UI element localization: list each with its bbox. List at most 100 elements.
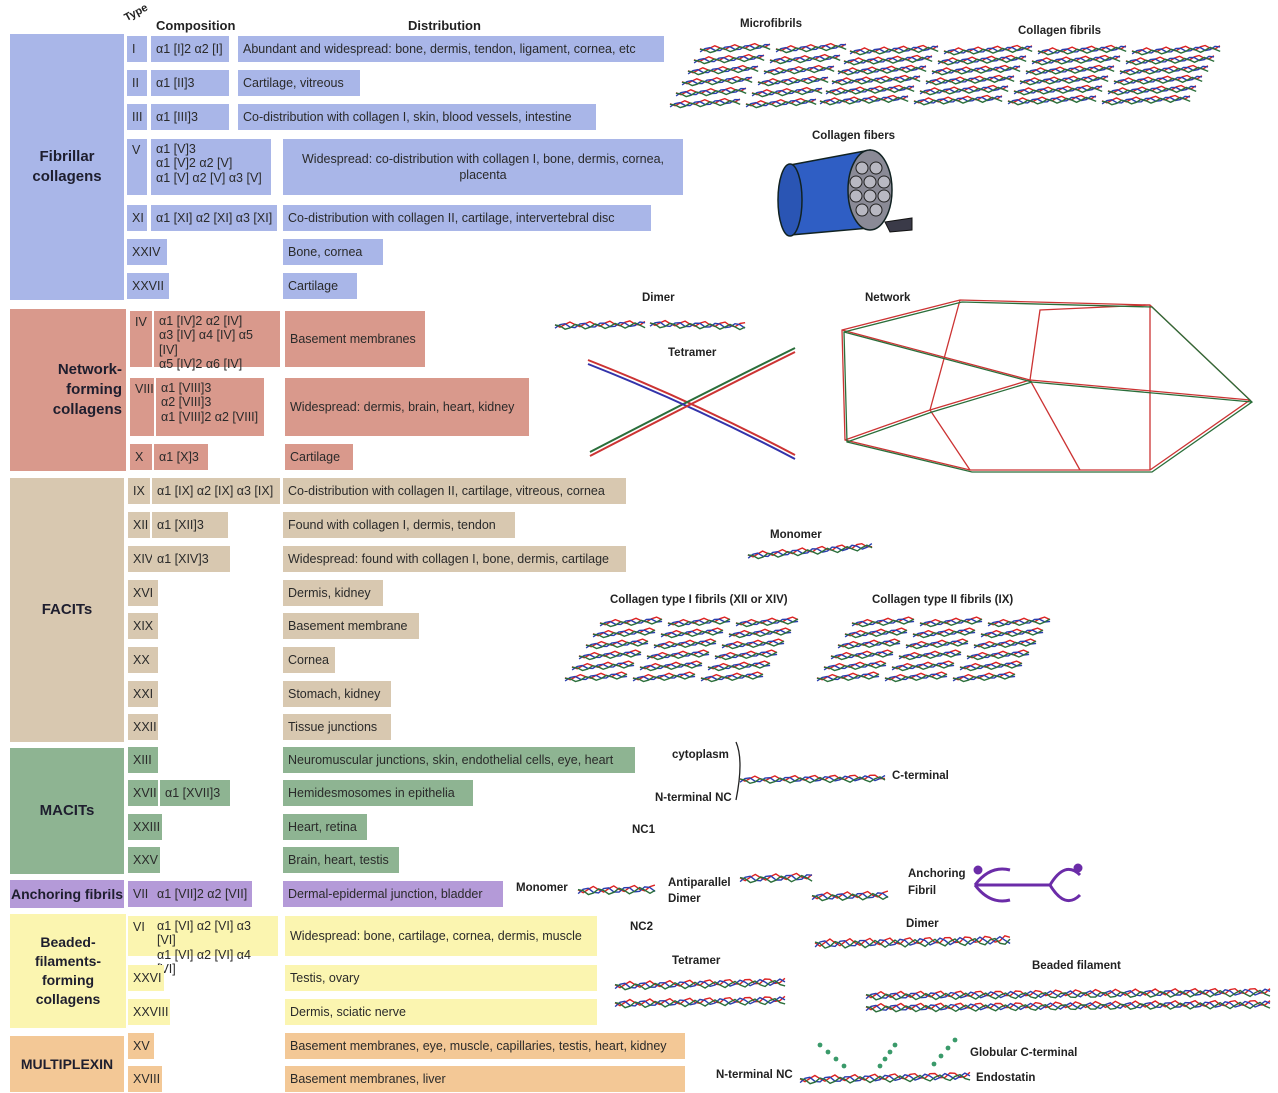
type-cell: XX: [128, 647, 158, 673]
distribution-cell: Hemidesmosomes in epithelia: [283, 780, 473, 806]
helix-strand: [653, 640, 717, 649]
label-microfibrils: Microfibrils: [740, 18, 802, 30]
helix-strand: [865, 989, 1271, 1001]
helix-strand: [905, 640, 969, 650]
helix-strand: [751, 86, 823, 96]
helix-strand: [973, 640, 1037, 650]
helix-strand: [823, 662, 887, 671]
helix-strand: [751, 88, 823, 98]
helix-strand: [830, 651, 894, 660]
triple-helix-strands: [554, 42, 1271, 1085]
helix-strand: [775, 44, 847, 54]
label-anchoring: Anchoring: [908, 868, 966, 880]
composition-cell: α1 [II]3: [151, 70, 229, 96]
helix-strand: [898, 651, 962, 661]
type-cell: XXIII: [128, 814, 162, 840]
helix-strand: [775, 42, 847, 52]
helix-strand: [865, 1001, 1271, 1013]
helix-strand: [1131, 46, 1221, 56]
distribution-cell: Basement membranes: [285, 311, 425, 367]
type-cell: XIX: [128, 613, 158, 639]
helix-strand: [745, 99, 817, 109]
helix-strand: [891, 662, 955, 671]
helix-strand: [646, 651, 710, 660]
type-cell: III: [127, 104, 147, 130]
helix-strand: [578, 651, 642, 660]
label-tetramer: Tetramer: [668, 347, 717, 359]
label-collagen-fibrils: Collagen fibrils: [1018, 25, 1102, 37]
helix-strand: [849, 46, 939, 56]
distribution-cell: Co-distribution with collagen I, skin, b…: [238, 104, 596, 130]
helix-strand: [660, 629, 724, 638]
composition-cell: α1 [V]3 α1 [V]2 α2 [V] α1 [V] α2 [V] α3 …: [151, 139, 271, 195]
label-dimer: Dimer: [642, 292, 675, 304]
helix-strand: [714, 651, 778, 661]
helix-strand: [980, 629, 1044, 638]
helix-strand: [811, 890, 889, 900]
distribution-cell: Basement membranes, eye, muscle, capilla…: [285, 1033, 685, 1059]
helix-strand: [987, 618, 1051, 628]
group-network-forming: Network-forming collagens: [10, 309, 126, 471]
helix-strand: [639, 662, 703, 671]
helix-strand: [739, 776, 886, 785]
helix-strand: [943, 46, 1033, 56]
helix-strand: [919, 86, 1009, 96]
helix-strand: [763, 64, 835, 74]
helix-strand: [592, 629, 656, 639]
composition-cell: α1 [IV]2 α2 [IV] α3 [IV] α4 [IV] α5 [IV]…: [154, 311, 280, 371]
distribution-cell: Bone, cornea: [283, 239, 383, 265]
label-antiparallel-dimer: Dimer: [668, 893, 701, 905]
type-cell: XXIV: [127, 239, 167, 265]
helix-strand: [884, 673, 948, 683]
label-fibril: Fibril: [908, 885, 937, 897]
helix-strand: [599, 618, 663, 627]
helix-strand: [823, 662, 887, 672]
helix-strand: [919, 618, 983, 627]
label-nc2: NC2: [630, 921, 654, 933]
distribution-cell: Widespread: dermis, brain, heart, kidney: [285, 378, 529, 436]
helix-strand: [959, 662, 1023, 671]
helix-strand: [799, 1073, 971, 1085]
helix-strand: [830, 651, 894, 661]
helix-strand: [912, 629, 976, 639]
helix-strand: [1107, 86, 1197, 96]
helix-strand: [913, 96, 1003, 106]
helix-strand: [700, 673, 764, 682]
helix-strand: [747, 544, 873, 560]
type-cell: XIV: [128, 546, 153, 572]
helix-strand: [681, 75, 753, 85]
distribution-cell: Co-distribution with collagen II, cartil…: [283, 478, 626, 504]
distribution-cell: Abundant and widespread: bone, dermis, t…: [238, 36, 664, 62]
distribution-cell: Basement membranes, liver: [285, 1066, 685, 1092]
helix-strand: [831, 76, 921, 86]
group-macits: MACITs: [10, 748, 124, 874]
helix-strand: [1101, 96, 1191, 106]
helix-strand: [1025, 66, 1115, 76]
helix-strand: [1119, 66, 1209, 76]
helix-strand: [1031, 56, 1121, 66]
helix-strand: [837, 66, 927, 76]
helix-strand: [912, 629, 976, 638]
type-cell: XXVII: [127, 273, 169, 299]
helix-strand: [700, 673, 764, 683]
helix-strand: [639, 662, 703, 672]
helix-strand: [735, 618, 799, 627]
distribution-cell: Cartilage, vitreous: [238, 70, 360, 96]
distribution-cell: Widespread: co-distribution with collage…: [283, 139, 683, 195]
helix-strand: [980, 629, 1044, 639]
distribution-cell: Heart, retina: [283, 814, 367, 840]
helix-strand: [816, 673, 880, 682]
helix-strand: [1013, 86, 1103, 96]
helix-strand: [898, 651, 962, 660]
label-cytoplasm: cytoplasm: [672, 749, 729, 761]
type-cell: IV: [130, 311, 152, 367]
label-globular-c-terminal: Globular C-terminal: [970, 1047, 1078, 1059]
tetramer-x: [587, 347, 796, 460]
helix-strand: [632, 673, 696, 683]
label-antiparallel: Antiparallel: [668, 877, 731, 889]
type-cell: XVI: [128, 580, 158, 606]
composition-cell: α1 [III]3: [151, 104, 229, 130]
distribution-cell: Tissue junctions: [283, 714, 391, 740]
composition-cell: α1 [XII]3: [152, 512, 228, 538]
type-cell: V: [127, 139, 147, 195]
